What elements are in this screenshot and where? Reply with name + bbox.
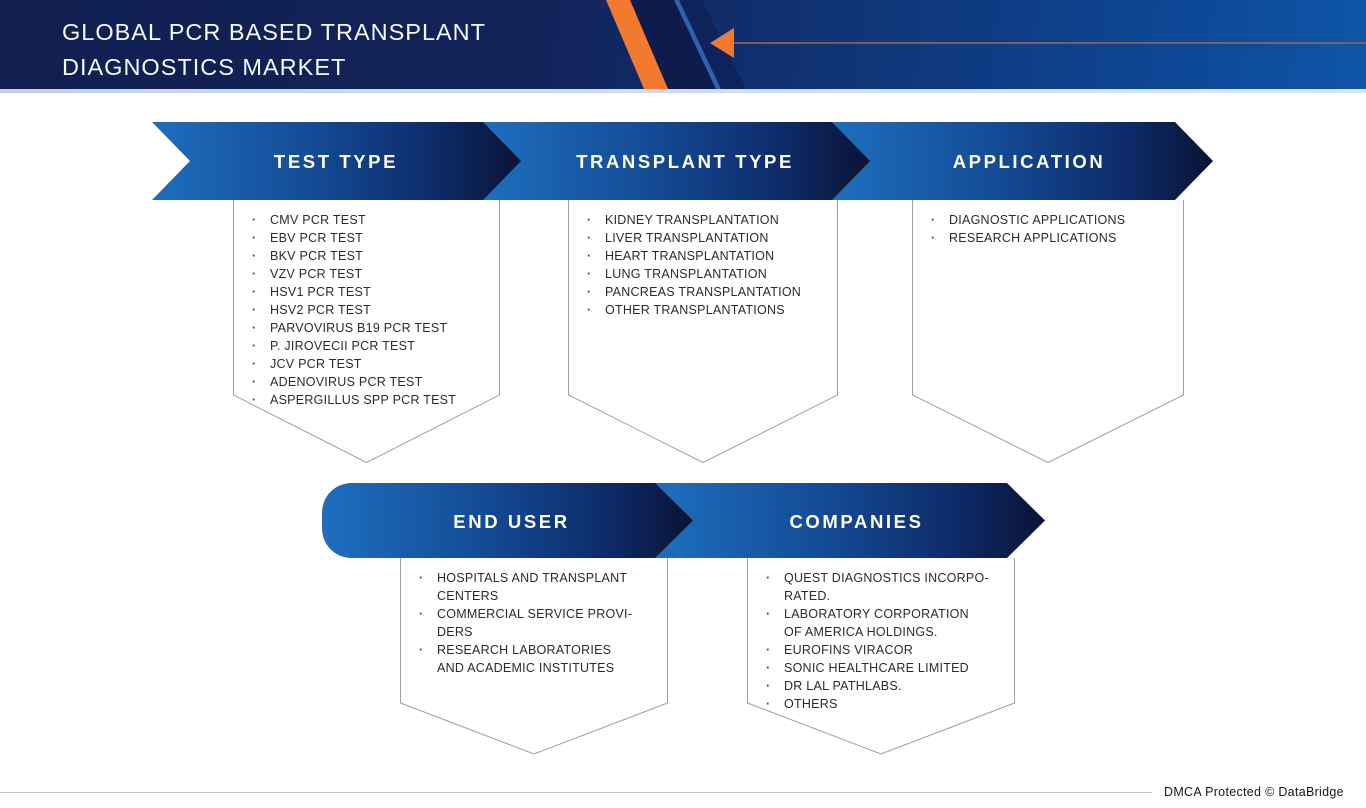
banner-label-transplant-type: TRANSPLANT TYPE [576,151,794,172]
banner-label-test-type: TEST TYPE [273,151,399,172]
list-item: VZV PCR TEST [249,265,492,283]
list-item: CMV PCR TEST [249,211,492,229]
listbox-test-type: CMV PCR TEST EBV PCR TEST BKV PCR TEST V… [233,200,500,463]
list-item: KIDNEY TRANSPLANTATION [584,211,830,229]
footer-divider-line [0,792,1152,793]
list-item: OTHER TRANSPLANTATIONS [584,301,830,319]
ribbon-row-2 [322,483,1045,558]
list-item: P. JIROVECII PCR TEST [249,337,492,355]
box-outline-end-user [400,558,668,755]
list-item: DIAGNOSTIC APPLICATIONS [928,211,1176,229]
list-item: LABORATORY CORPORATION OF AMERICA HOLDIN… [763,605,1007,641]
list-item: JCV PCR TEST [249,355,492,373]
list-item: LUNG TRANSPLANTATION [584,265,830,283]
box-outline-test-type [233,200,500,463]
list-item: HEART TRANSPLANTATION [584,247,830,265]
box-outline-companies [747,558,1015,755]
list-item: RESEARCH LABORATORIES AND ACADEMIC INSTI… [416,641,660,677]
list-item: ADENOVIRUS PCR TEST [249,373,492,391]
list-item: EBV PCR TEST [249,229,492,247]
banner-label-companies: COMPANIES [789,511,924,532]
box-outline-transplant-type [568,200,838,463]
listbox-application: DIAGNOSTIC APPLICATIONS RESEARCH APPLICA… [912,200,1184,463]
listbox-companies: QUEST DIAGNOSTICS INCORPO- RATED. LABORA… [747,558,1015,755]
box-outline-application [912,200,1184,463]
list-item: PANCREAS TRANSPLANTATION [584,283,830,301]
banner-shape-test-type [152,122,521,200]
header-decor-graphics [606,0,1366,89]
listbox-end-user: HOSPITALS AND TRANSPLANT CENTERS COMMERC… [400,558,668,755]
light-blue-diagonal-line [674,0,721,89]
application-list: DIAGNOSTIC APPLICATIONS RESEARCH APPLICA… [928,211,1176,247]
ribbon-row-1 [152,122,1213,200]
dmca-protected-text: DMCA Protected © DataBridge [1164,785,1344,799]
companies-list: QUEST DIAGNOSTICS INCORPO- RATED. LABORA… [763,569,1007,713]
page-title: GLOBAL PCR BASED TRANSPLANT DIAGNOSTICS … [62,19,487,80]
left-arrow-icon [710,28,734,58]
list-item: QUEST DIAGNOSTICS INCORPO- RATED. [763,569,1007,605]
list-item: PARVOVIRUS B19 PCR TEST [249,319,492,337]
list-item: OTHERS [763,695,1007,713]
navy-wedge-stripe [630,0,716,89]
list-item: COMMERCIAL SERVICE PROVI- DERS [416,605,660,641]
banner-shape-transplant-type [483,122,870,200]
list-item: HSV2 PCR TEST [249,301,492,319]
banner-shape-application [832,122,1213,200]
list-item: HSV1 PCR TEST [249,283,492,301]
transplant-type-list: KIDNEY TRANSPLANTATION LIVER TRANSPLANTA… [584,211,830,319]
end-user-list: HOSPITALS AND TRANSPLANT CENTERS COMMERC… [416,569,660,677]
banner-label-end-user: END USER [453,511,570,532]
banner-shape-end-user [322,483,693,558]
list-item: EUROFINS VIRACOR [763,641,1007,659]
header-band: GLOBAL PCR BASED TRANSPLANT DIAGNOSTICS … [0,0,1366,89]
test-type-list: CMV PCR TEST EBV PCR TEST BKV PCR TEST V… [249,211,492,409]
list-item: ASPERGILLUS SPP PCR TEST [249,391,492,409]
list-item: SONIC HEALTHCARE LIMITED [763,659,1007,677]
list-item: HOSPITALS AND TRANSPLANT CENTERS [416,569,660,605]
banner-shape-companies [655,483,1045,558]
list-item: LIVER TRANSPLANTATION [584,229,830,247]
list-item: RESEARCH APPLICATIONS [928,229,1176,247]
header-underline [0,89,1366,93]
list-item: BKV PCR TEST [249,247,492,265]
banner-label-application: APPLICATION [952,151,1106,172]
orange-diagonal-stripe [606,0,668,89]
listbox-transplant-type: KIDNEY TRANSPLANTATION LIVER TRANSPLANTA… [568,200,838,463]
list-item: DR LAL PATHLABS. [763,677,1007,695]
